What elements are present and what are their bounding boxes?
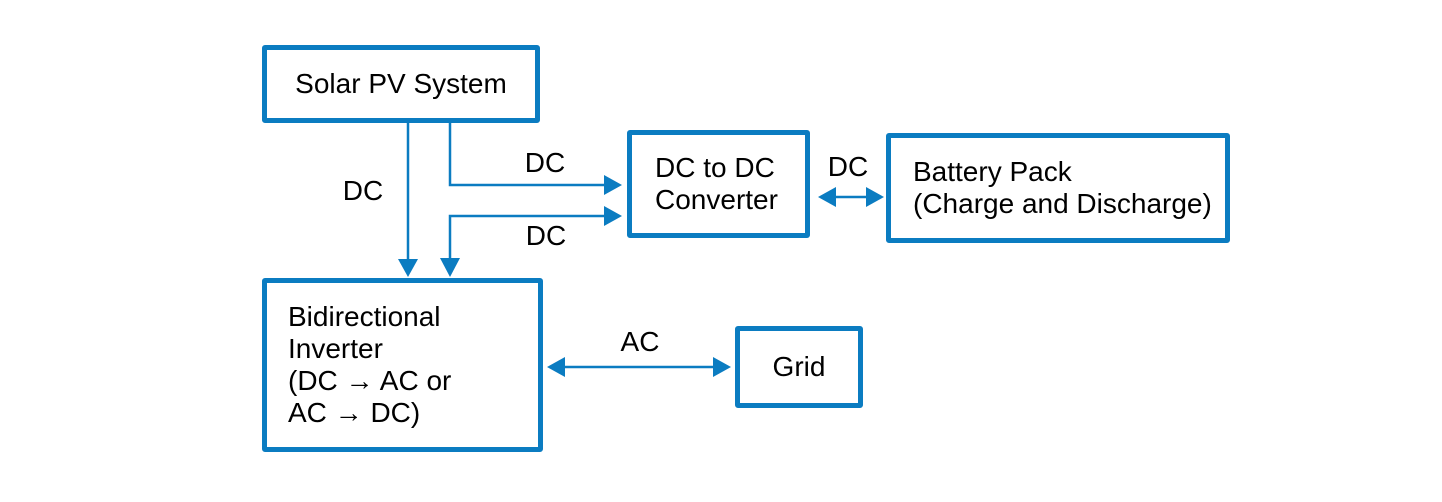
dc-dc-converter-label-line: DC to DC bbox=[655, 152, 775, 183]
arrowhead-right bbox=[604, 206, 622, 226]
battery-pack-box: Battery Pack (Charge and Discharge) bbox=[886, 133, 1230, 243]
edge-label-solar-to-converter: DC bbox=[524, 147, 566, 178]
dc-dc-converter-label-line: Converter bbox=[655, 184, 778, 215]
solar-pv-box: Solar PV System bbox=[262, 45, 540, 123]
bidirectional-inverter-label-line: Bidirectional bbox=[288, 301, 441, 332]
grid-label: Grid bbox=[772, 351, 826, 382]
connector-converter-to-battery bbox=[818, 187, 884, 207]
bidirectional-inverter-box: Bidirectional Inverter (DC → AC or AC → … bbox=[262, 278, 543, 452]
edge-label-converter-to-inverter: DC bbox=[525, 220, 567, 251]
grid-box: Grid bbox=[735, 326, 863, 408]
edge-label-inverter-to-grid: AC bbox=[620, 326, 660, 357]
bidirectional-inverter-label-line: (DC → AC or bbox=[288, 365, 452, 396]
arrowhead-left bbox=[547, 357, 565, 377]
bidirectional-inverter-label-line: Inverter bbox=[288, 333, 383, 364]
edge-label-converter-to-battery: DC bbox=[827, 151, 869, 182]
connector-converter-to-inverter bbox=[440, 206, 622, 277]
battery-pack-label-line: (Charge and Discharge) bbox=[913, 188, 1212, 219]
arrowhead-left bbox=[818, 187, 836, 207]
arrowhead-right bbox=[713, 357, 731, 377]
battery-pack-label-line: Battery Pack bbox=[913, 156, 1072, 187]
arrowhead-right bbox=[866, 187, 884, 207]
arrowhead-right bbox=[604, 175, 622, 195]
bidirectional-inverter-label-line: AC → DC) bbox=[288, 397, 421, 428]
connector-solar-to-inverter bbox=[398, 123, 418, 277]
connector-solar-to-converter bbox=[448, 123, 622, 195]
connector-inverter-to-grid bbox=[547, 357, 731, 377]
arrowhead-down bbox=[440, 258, 460, 277]
arrowhead-down bbox=[398, 259, 418, 277]
solar-pv-label: Solar PV System bbox=[295, 68, 507, 99]
edge-label-solar-to-inverter: DC bbox=[342, 175, 384, 206]
dc-dc-converter-box: DC to DC Converter bbox=[627, 130, 810, 238]
